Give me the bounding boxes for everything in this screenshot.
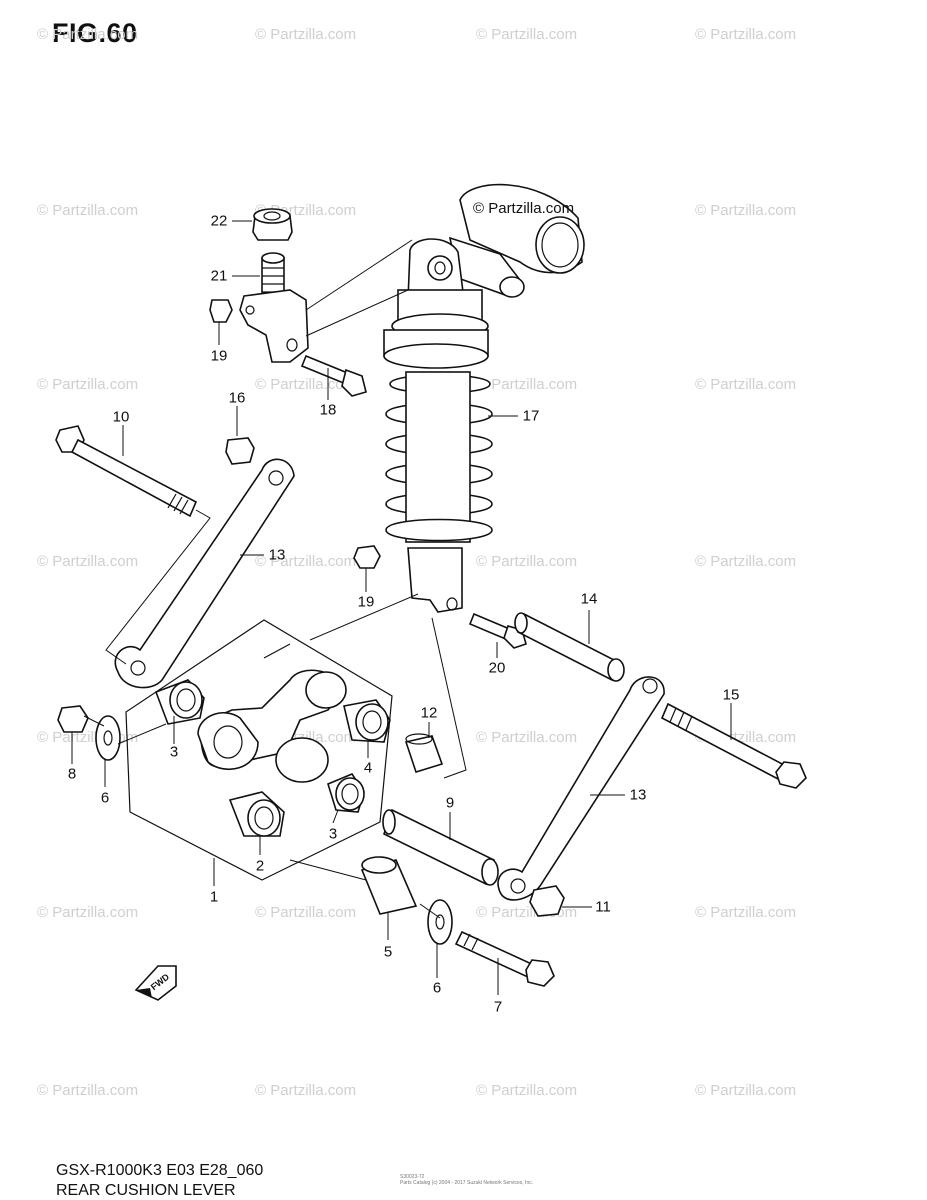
callout-16: 16 — [228, 389, 246, 407]
callout-7: 7 — [493, 998, 503, 1016]
callout-1: 1 — [209, 888, 219, 906]
footer-code: S30023-72 — [400, 1174, 425, 1180]
part-16-nut — [225, 437, 255, 465]
part-6-washer-lower — [427, 899, 453, 945]
callout-12: 12 — [420, 704, 438, 722]
callout-15: 15 — [722, 686, 740, 704]
watermark: © Partzilla.com — [476, 1082, 578, 1099]
callout-11: 11 — [595, 898, 611, 916]
part-22-nut — [252, 208, 293, 241]
callout-14: 14 — [580, 590, 598, 608]
fwd-arrow-icon — [134, 965, 177, 1001]
callout-3: 3 — [328, 825, 338, 843]
watermark: © Partzilla.com — [37, 202, 139, 219]
leader-lines — [71, 220, 732, 995]
watermark: © Partzilla.com — [255, 26, 357, 43]
part-3-bearing-right — [327, 773, 365, 813]
part-19-nut-lower — [353, 545, 381, 569]
part-17-shock-absorber — [383, 183, 585, 613]
part-5-collar — [360, 856, 418, 915]
watermark: © Partzilla.com — [255, 553, 357, 570]
watermark: © Partzilla.com — [695, 376, 797, 393]
callout-13: 13 — [268, 546, 286, 564]
part-12-collar — [404, 733, 444, 773]
watermark: © Partzilla.com — [37, 376, 139, 393]
callout-10: 10 — [112, 408, 130, 426]
part-2-bearing — [228, 791, 285, 837]
part-3-bearing-left — [154, 679, 205, 725]
part-21-clevis — [239, 252, 309, 363]
callout-22: 22 — [210, 212, 228, 230]
figure-title: FIG.60 — [52, 18, 138, 48]
callout-6: 6 — [432, 979, 442, 997]
model-code: GSX-R1000K3 E03 E28_060 — [56, 1162, 264, 1179]
part-10-bolt — [55, 425, 198, 518]
part-13-link-right — [497, 676, 665, 901]
watermark: © Partzilla.com — [37, 26, 139, 43]
watermark: © Partzilla.com — [37, 1082, 139, 1099]
watermark-prominent: © Partzilla.com — [473, 200, 575, 217]
callout-5: 5 — [383, 943, 393, 961]
footer-notice: Parts Catalog (c) 2004 - 2017 Suzuki Net… — [400, 1180, 534, 1186]
part-8-nut — [57, 705, 89, 733]
callout-13: 13 — [629, 786, 647, 804]
watermark: © Partzilla.com — [476, 376, 578, 393]
watermark: © Partzilla.com — [476, 26, 578, 43]
callout-4: 4 — [363, 759, 373, 777]
section-name: REAR CUSHION LEVER — [56, 1182, 236, 1199]
part-19-nut-upper — [209, 299, 233, 323]
callout-8: 8 — [67, 765, 77, 783]
part-9-collar — [382, 808, 499, 886]
callout-19: 19 — [357, 593, 375, 611]
watermark: © Partzilla.com — [476, 553, 578, 570]
part-13-link-left — [114, 458, 295, 689]
watermark: © Partzilla.com — [695, 553, 797, 570]
watermark: © Partzilla.com — [255, 1082, 357, 1099]
part-14-collar — [514, 612, 625, 682]
part-7-bolt — [454, 930, 555, 987]
part-6-washer-left — [95, 715, 121, 761]
callout-2: 2 — [255, 857, 265, 875]
watermark: © Partzilla.com — [37, 904, 139, 921]
part-18-bolt — [300, 354, 367, 397]
callout-20: 20 — [488, 659, 506, 677]
part-15-bolt — [660, 702, 807, 789]
part-4-bearing — [343, 699, 391, 743]
watermark: © Partzilla.com — [255, 904, 357, 921]
watermark: © Partzilla.com — [695, 904, 797, 921]
callout-19: 19 — [210, 347, 228, 365]
callout-18: 18 — [319, 401, 337, 419]
watermark: © Partzilla.com — [476, 729, 578, 746]
relation-lines — [83, 239, 467, 919]
watermark: © Partzilla.com — [695, 202, 797, 219]
footer-copyright: S30023-72 Parts Catalog (c) 2004 - 2017 … — [400, 1174, 533, 1186]
watermark: © Partzilla.com — [695, 1082, 797, 1099]
watermark: © Partzilla.com — [695, 26, 797, 43]
part-1-lever-assembly — [125, 619, 393, 881]
callout-3: 3 — [169, 743, 179, 761]
callout-9: 9 — [445, 794, 455, 812]
callout-6: 6 — [100, 789, 110, 807]
callout-21: 21 — [210, 267, 228, 285]
part-11-nut — [529, 885, 565, 917]
watermark: © Partzilla.com — [255, 376, 357, 393]
callout-17: 17 — [522, 407, 540, 425]
watermark: © Partzilla.com — [37, 553, 139, 570]
